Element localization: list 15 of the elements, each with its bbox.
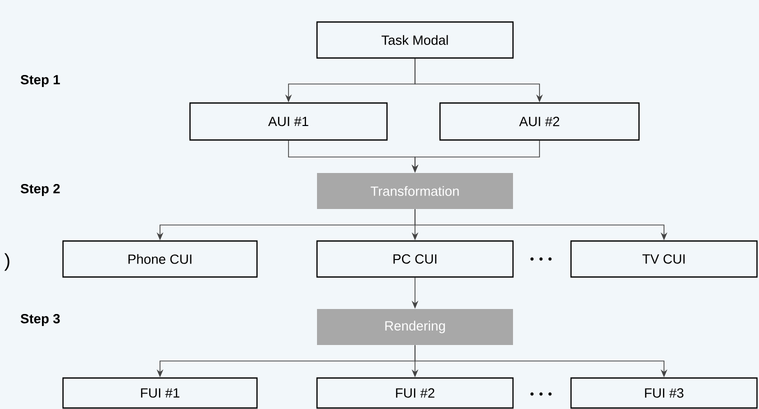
step-label: Step 2 [20, 184, 60, 196]
process-box: Rendering [317, 309, 513, 345]
box-node: FUI #2 [316, 377, 514, 409]
box-node: PC CUI [316, 240, 514, 278]
step-label: Step 3 [20, 314, 60, 326]
process-box: Transformation [317, 173, 513, 209]
box-node: AUI #2 [439, 102, 640, 141]
box-node: TV CUI [570, 240, 758, 278]
box-node: AUI #1 [189, 102, 388, 141]
bracket-text: ) [4, 253, 10, 271]
box-node: Phone CUI [62, 240, 258, 278]
box-node: FUI #1 [62, 377, 258, 409]
box-node: FUI #3 [570, 377, 758, 409]
box-node: Task Modal [316, 21, 514, 59]
step-label: Step 1 [20, 74, 60, 88]
